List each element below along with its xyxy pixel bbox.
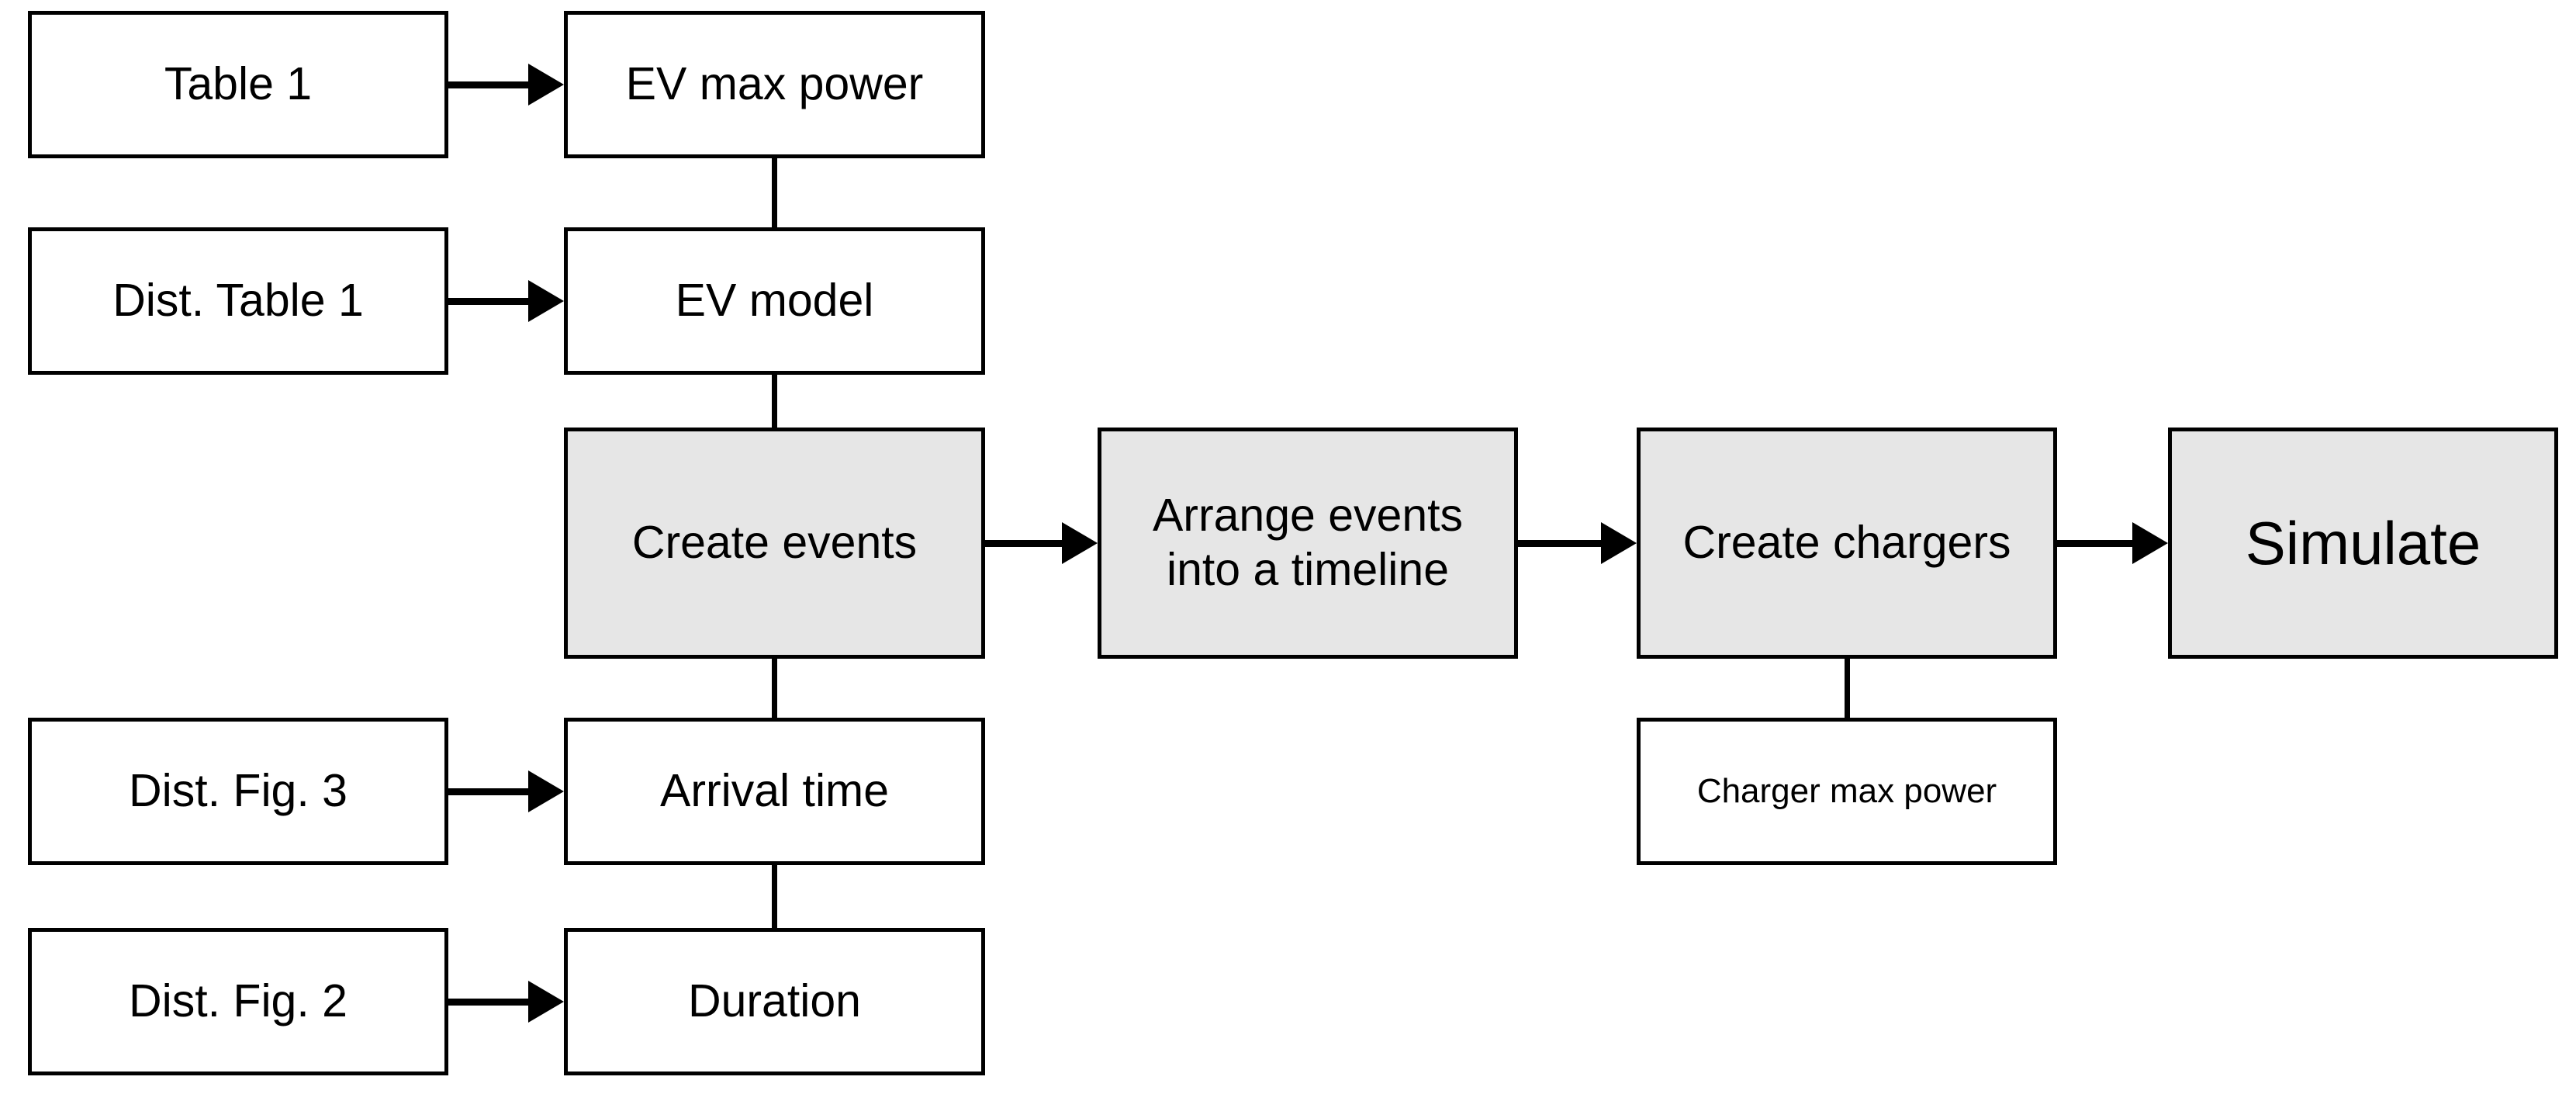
connector-line-create-chargers-to-charger-max [1844, 659, 1850, 718]
arrowhead-arrange-to-create-chargers [1601, 522, 1637, 564]
node-ev-max-power[interactable]: EV max power [564, 11, 985, 158]
connector-line-ev-model-to-create-events [772, 375, 777, 428]
node-simulate[interactable]: Simulate [2168, 428, 2558, 659]
arrowhead-dist-fig-3-to-arrival-time [528, 770, 564, 812]
node-label-table-1: Table 1 [164, 58, 313, 110]
node-label-ev-model: EV model [675, 275, 874, 327]
connector-line-arrange-to-create-chargers [1518, 539, 1604, 547]
arrowhead-dist-table-1-to-ev-model [528, 280, 564, 322]
connector-line-arrival-time-to-duration [772, 865, 777, 928]
node-label-ev-max-power: EV max power [625, 58, 924, 110]
connector-line-table-1-to-ev-max-power [448, 81, 531, 88]
node-label-arrival-time: Arrival time [659, 765, 890, 817]
connector-line-dist-fig-3-to-arrival-time [448, 788, 531, 795]
node-dist-table-1[interactable]: Dist. Table 1 [28, 227, 448, 375]
node-duration[interactable]: Duration [564, 928, 985, 1075]
node-arrange-events[interactable]: Arrange events into a timeline [1098, 428, 1518, 659]
arrowhead-table-1-to-ev-max-power [528, 64, 564, 106]
node-dist-fig-3[interactable]: Dist. Fig. 3 [28, 718, 448, 865]
connector-line-ev-max-power-to-ev-model [772, 158, 777, 227]
node-label-dist-table-1: Dist. Table 1 [112, 275, 364, 327]
node-label-simulate: Simulate [2245, 508, 2481, 577]
node-table-1[interactable]: Table 1 [28, 11, 448, 158]
connector-line-create-chargers-to-simulate [2057, 539, 2135, 547]
node-charger-max-power[interactable]: Charger max power [1637, 718, 2057, 865]
connector-line-create-events-to-arrange [985, 539, 1065, 547]
node-label-arrange-events: Arrange events into a timeline [1152, 490, 1464, 595]
node-label-charger-max-power: Charger max power [1696, 772, 1997, 811]
arrowhead-create-events-to-arrange [1062, 522, 1098, 564]
connector-line-dist-fig-2-to-duration [448, 998, 531, 1006]
arrowhead-create-chargers-to-simulate [2132, 522, 2168, 564]
arrowhead-dist-fig-2-to-duration [528, 981, 564, 1023]
node-label-dist-fig-3: Dist. Fig. 3 [129, 765, 348, 817]
node-label-dist-fig-2: Dist. Fig. 2 [129, 975, 348, 1027]
node-label-create-events: Create events [631, 517, 918, 569]
node-dist-fig-2[interactable]: Dist. Fig. 2 [28, 928, 448, 1075]
connector-line-create-events-to-arrival-time [772, 659, 777, 718]
node-ev-model[interactable]: EV model [564, 227, 985, 375]
node-label-duration: Duration [687, 975, 861, 1027]
node-label-create-chargers: Create chargers [1682, 517, 2011, 569]
node-create-chargers[interactable]: Create chargers [1637, 428, 2057, 659]
node-arrival-time[interactable]: Arrival time [564, 718, 985, 865]
connector-line-dist-table-1-to-ev-model [448, 297, 531, 305]
node-create-events[interactable]: Create events [564, 428, 985, 659]
